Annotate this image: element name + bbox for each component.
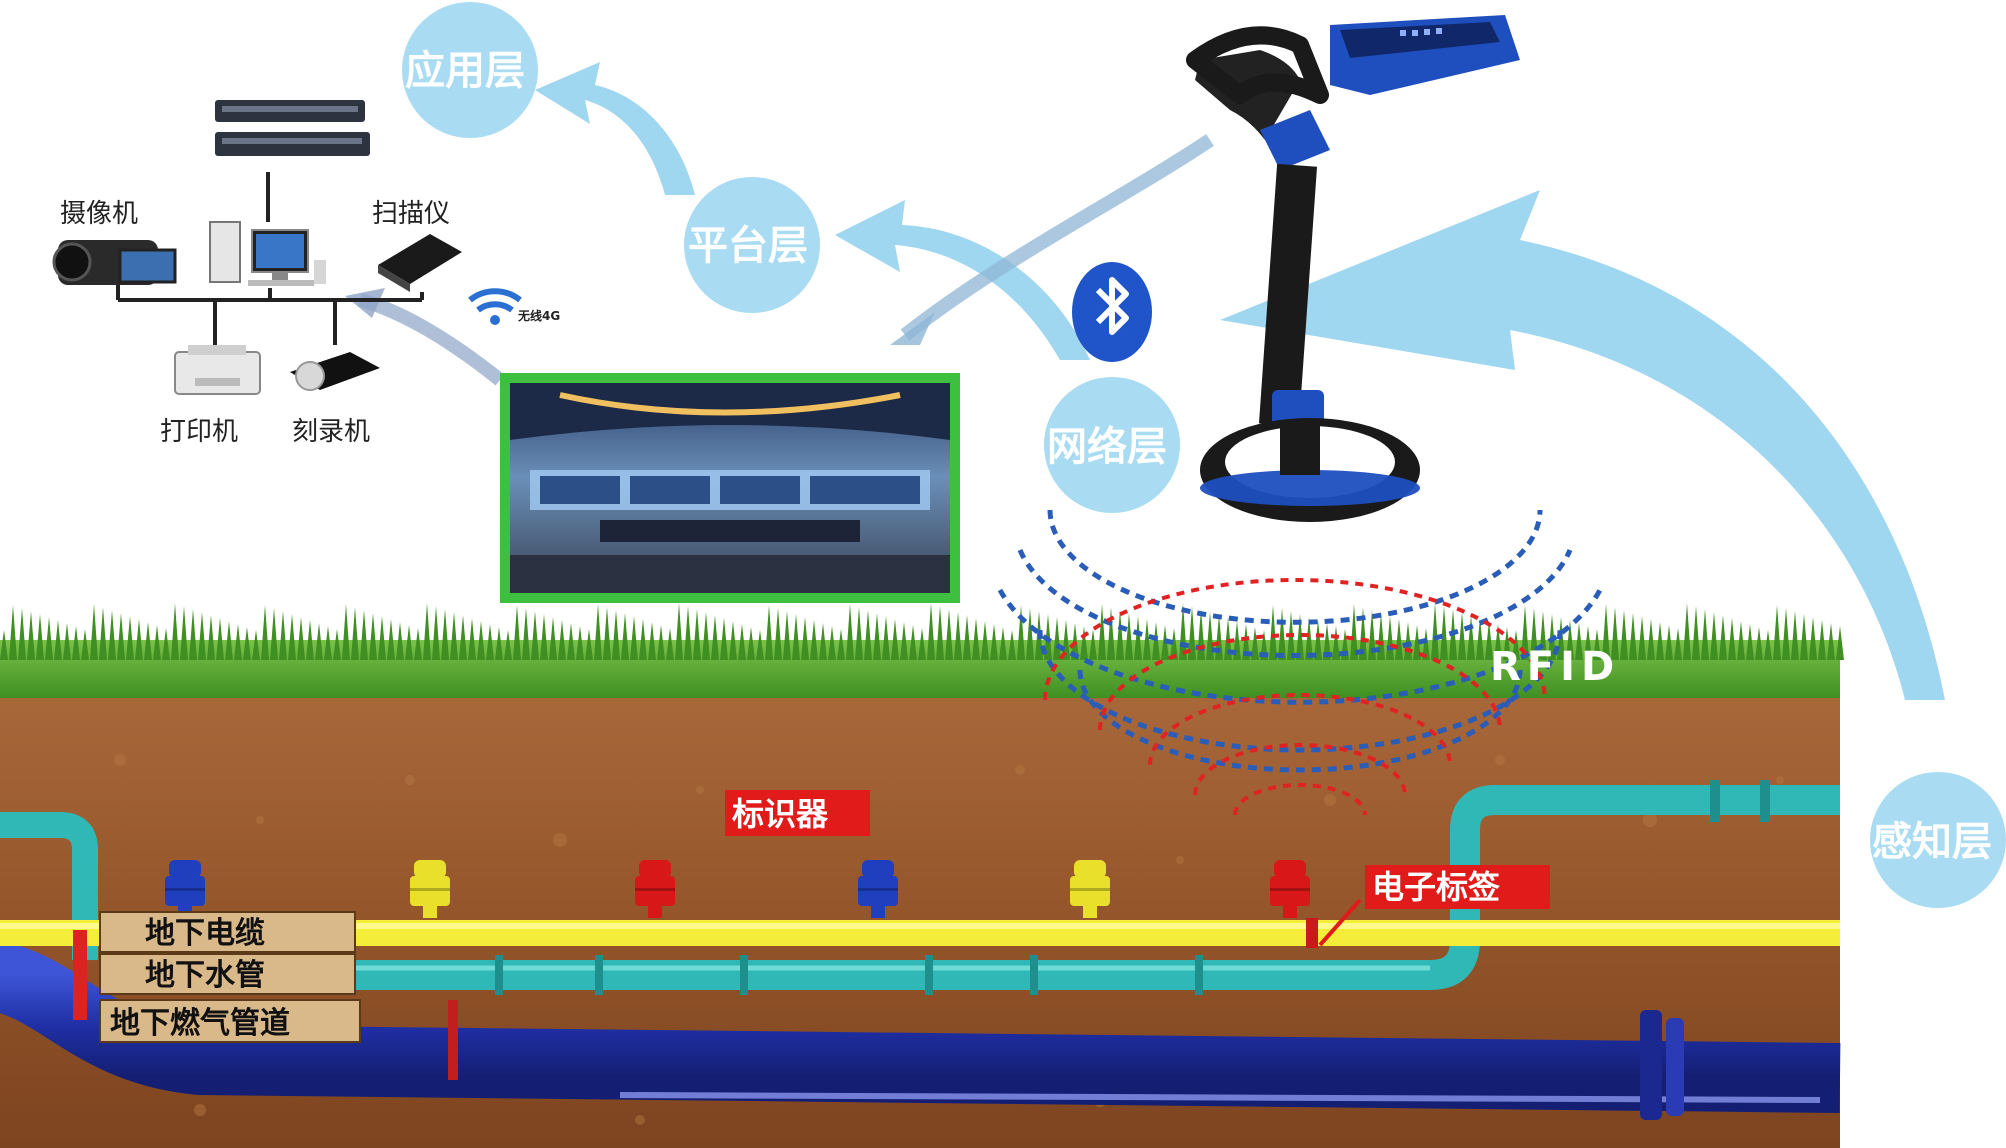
- control-room-image: [500, 373, 960, 603]
- wireless-4g-icon: [468, 288, 522, 325]
- electronic-tag: [1306, 898, 1362, 948]
- marker-label: 标识器: [732, 795, 829, 833]
- identifier-marker: [1270, 860, 1310, 918]
- arrow-perception-to-device: [1220, 190, 1945, 700]
- connection-bus: [116, 285, 424, 345]
- rfid-waves-blue: [997, 509, 1603, 773]
- water-pipe-label: 地下水管: [145, 958, 265, 993]
- arrow-device-to-control: [900, 134, 1214, 341]
- arrow-control-to-computer: [358, 293, 505, 386]
- marker-row: [165, 860, 1310, 918]
- perception-layer-text: 感知层: [1872, 819, 1992, 865]
- gas-pipe: [0, 941, 1841, 1120]
- arrow-platform-to-application: [535, 62, 695, 195]
- cable-label: 地下电缆: [145, 916, 265, 951]
- detector-device-icon: [1186, 15, 1520, 522]
- bluetooth-icon: [1072, 262, 1152, 362]
- tag-label: 电子标签: [1372, 868, 1500, 906]
- network-switch-icon: [215, 100, 370, 156]
- computer-icon: [209, 221, 326, 286]
- burner-icon: [290, 352, 380, 391]
- identifier-marker: [165, 860, 205, 918]
- burner-label: 刻录机: [292, 417, 370, 447]
- layer-perception: 感知层: [1870, 772, 2006, 908]
- printer-label: 打印机: [160, 417, 238, 447]
- layer-network: 网络层: [1044, 377, 1180, 513]
- grass-strip: [0, 603, 1844, 698]
- rfid-waves-red: [1043, 578, 1547, 816]
- flow-arrows: [535, 62, 1945, 700]
- gas-pipe-label: 地下燃气管道: [110, 1006, 290, 1041]
- rfid-label: RFID: [1490, 644, 1620, 690]
- layer-platform: 平台层: [684, 177, 820, 313]
- identifier-marker: [635, 860, 675, 918]
- platform-layer-text: 平台层: [688, 223, 808, 269]
- pipe-labels: 地下电缆 地下水管 地下燃气管道: [99, 911, 361, 1043]
- wireless-label: 无线4G: [517, 308, 560, 323]
- left-pipe-risers: [73, 930, 458, 1080]
- network-layer-text: 网络层: [1047, 424, 1167, 470]
- camera-icon: [52, 240, 177, 285]
- identifier-marker: [858, 860, 898, 918]
- arrow-network-to-platform: [835, 200, 1090, 360]
- scanner-icon: [378, 234, 462, 292]
- scanner-label: 扫描仪: [372, 199, 450, 229]
- identifier-marker: [1070, 860, 1110, 918]
- camera-label: 摄像机: [60, 199, 138, 229]
- application-layer-text: 应用层: [405, 48, 525, 94]
- layer-application: 应用层: [402, 2, 538, 138]
- printer-icon: [174, 345, 261, 395]
- identifier-marker: [410, 860, 450, 918]
